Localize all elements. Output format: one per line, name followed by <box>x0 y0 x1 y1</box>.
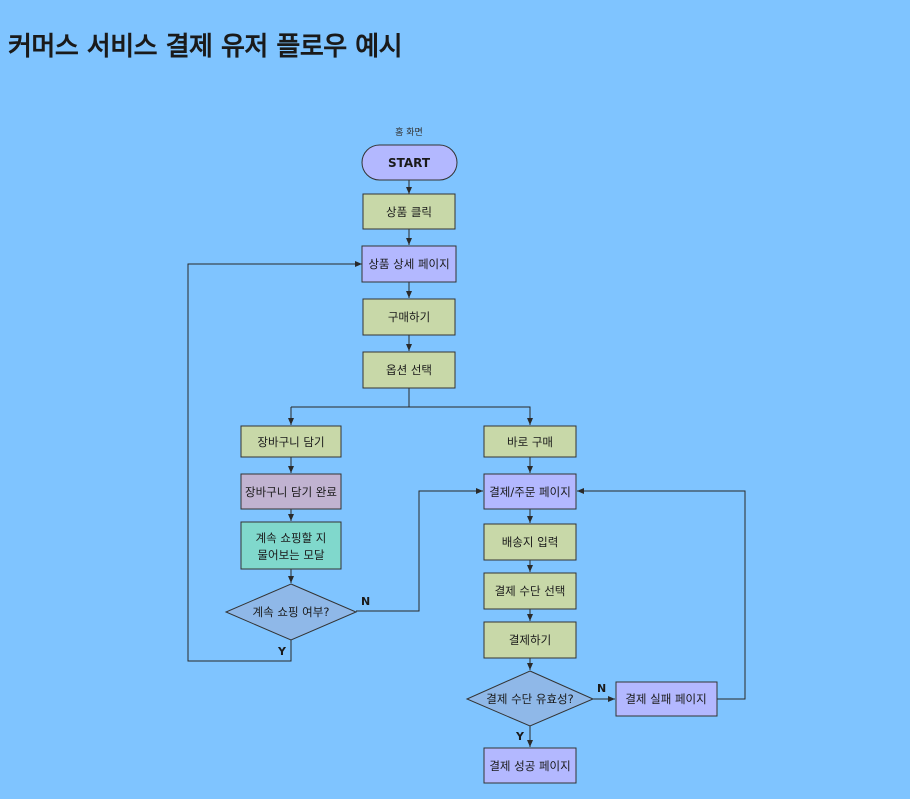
checkout-page-node: 결제/주문 페이지 <box>483 473 577 510</box>
add-cart-label: 장바구니 담기 <box>257 435 324 449</box>
checkout-page-label: 결제/주문 페이지 <box>489 485 571 499</box>
payment-valid-decision: 결제 수단 유효성? <box>465 670 595 727</box>
product-click-node: 상품 클릭 <box>362 193 456 230</box>
continue-shopping-label: 계속 쇼핑 여부? <box>253 605 330 619</box>
option-select-label: 옵션 선택 <box>386 363 432 377</box>
edge-label-valid-yes: Y <box>515 730 525 743</box>
payment-fail-node: 결제 실패 페이지 <box>615 681 718 717</box>
add-cart-node: 장바구니 담기 <box>240 425 342 458</box>
product-detail-node: 상품 상세 페이지 <box>361 245 457 283</box>
payment-success-node: 결제 성공 페이지 <box>483 747 577 784</box>
buy-label: 구매하기 <box>388 310 430 324</box>
shipping-input-node: 배송지 입력 <box>483 523 577 561</box>
home-screen-label: 홈 화면 <box>395 126 423 138</box>
payment-fail-label: 결제 실패 페이지 <box>625 692 706 706</box>
edge-label-continue-no: N <box>361 595 370 608</box>
edge-decision-no-to-checkout <box>356 488 483 612</box>
edge-label-valid-no: N <box>597 682 606 695</box>
edge-option-to-buynow <box>409 406 533 425</box>
edges <box>187 180 746 747</box>
modal-node: 계속 쇼핑할 지 물어보는 모달 <box>240 521 342 570</box>
continue-shopping-decision: 계속 쇼핑 여부? <box>224 583 358 641</box>
page-title: 커머스 서비스 결제 유저 플로우 예시 <box>8 32 403 62</box>
add-cart-done-label: 장바구니 담기 완료 <box>245 485 337 499</box>
product-click-label: 상품 클릭 <box>386 205 432 219</box>
start-label: START <box>388 156 431 170</box>
modal-label-line1: 계속 쇼핑할 지 <box>256 531 327 545</box>
edge-label-continue-yes: Y <box>277 645 287 658</box>
payment-method-node: 결제 수단 선택 <box>483 572 577 610</box>
payment-method-label: 결제 수단 선택 <box>495 584 566 598</box>
option-select-node: 옵션 선택 <box>362 351 456 389</box>
payment-success-label: 결제 성공 페이지 <box>489 759 570 773</box>
pay-node: 결제하기 <box>483 621 577 659</box>
buy-now-node: 바로 구매 <box>483 425 577 458</box>
pay-label: 결제하기 <box>509 633 551 647</box>
payment-valid-label: 결제 수단 유효성? <box>486 692 573 706</box>
edge-option-split <box>291 388 410 408</box>
start-node: START <box>361 144 458 181</box>
add-cart-done-node: 장바구니 담기 완료 <box>240 473 342 510</box>
buy-now-label: 바로 구매 <box>507 435 553 449</box>
modal-label-line2: 물어보는 모달 <box>257 548 325 562</box>
buy-node: 구매하기 <box>362 298 456 336</box>
product-detail-label: 상품 상세 페이지 <box>368 257 449 271</box>
edge-fail-loop-to-checkout <box>577 488 746 700</box>
edge-decision-yes-loop <box>187 261 362 662</box>
shipping-input-label: 배송지 입력 <box>502 535 559 549</box>
